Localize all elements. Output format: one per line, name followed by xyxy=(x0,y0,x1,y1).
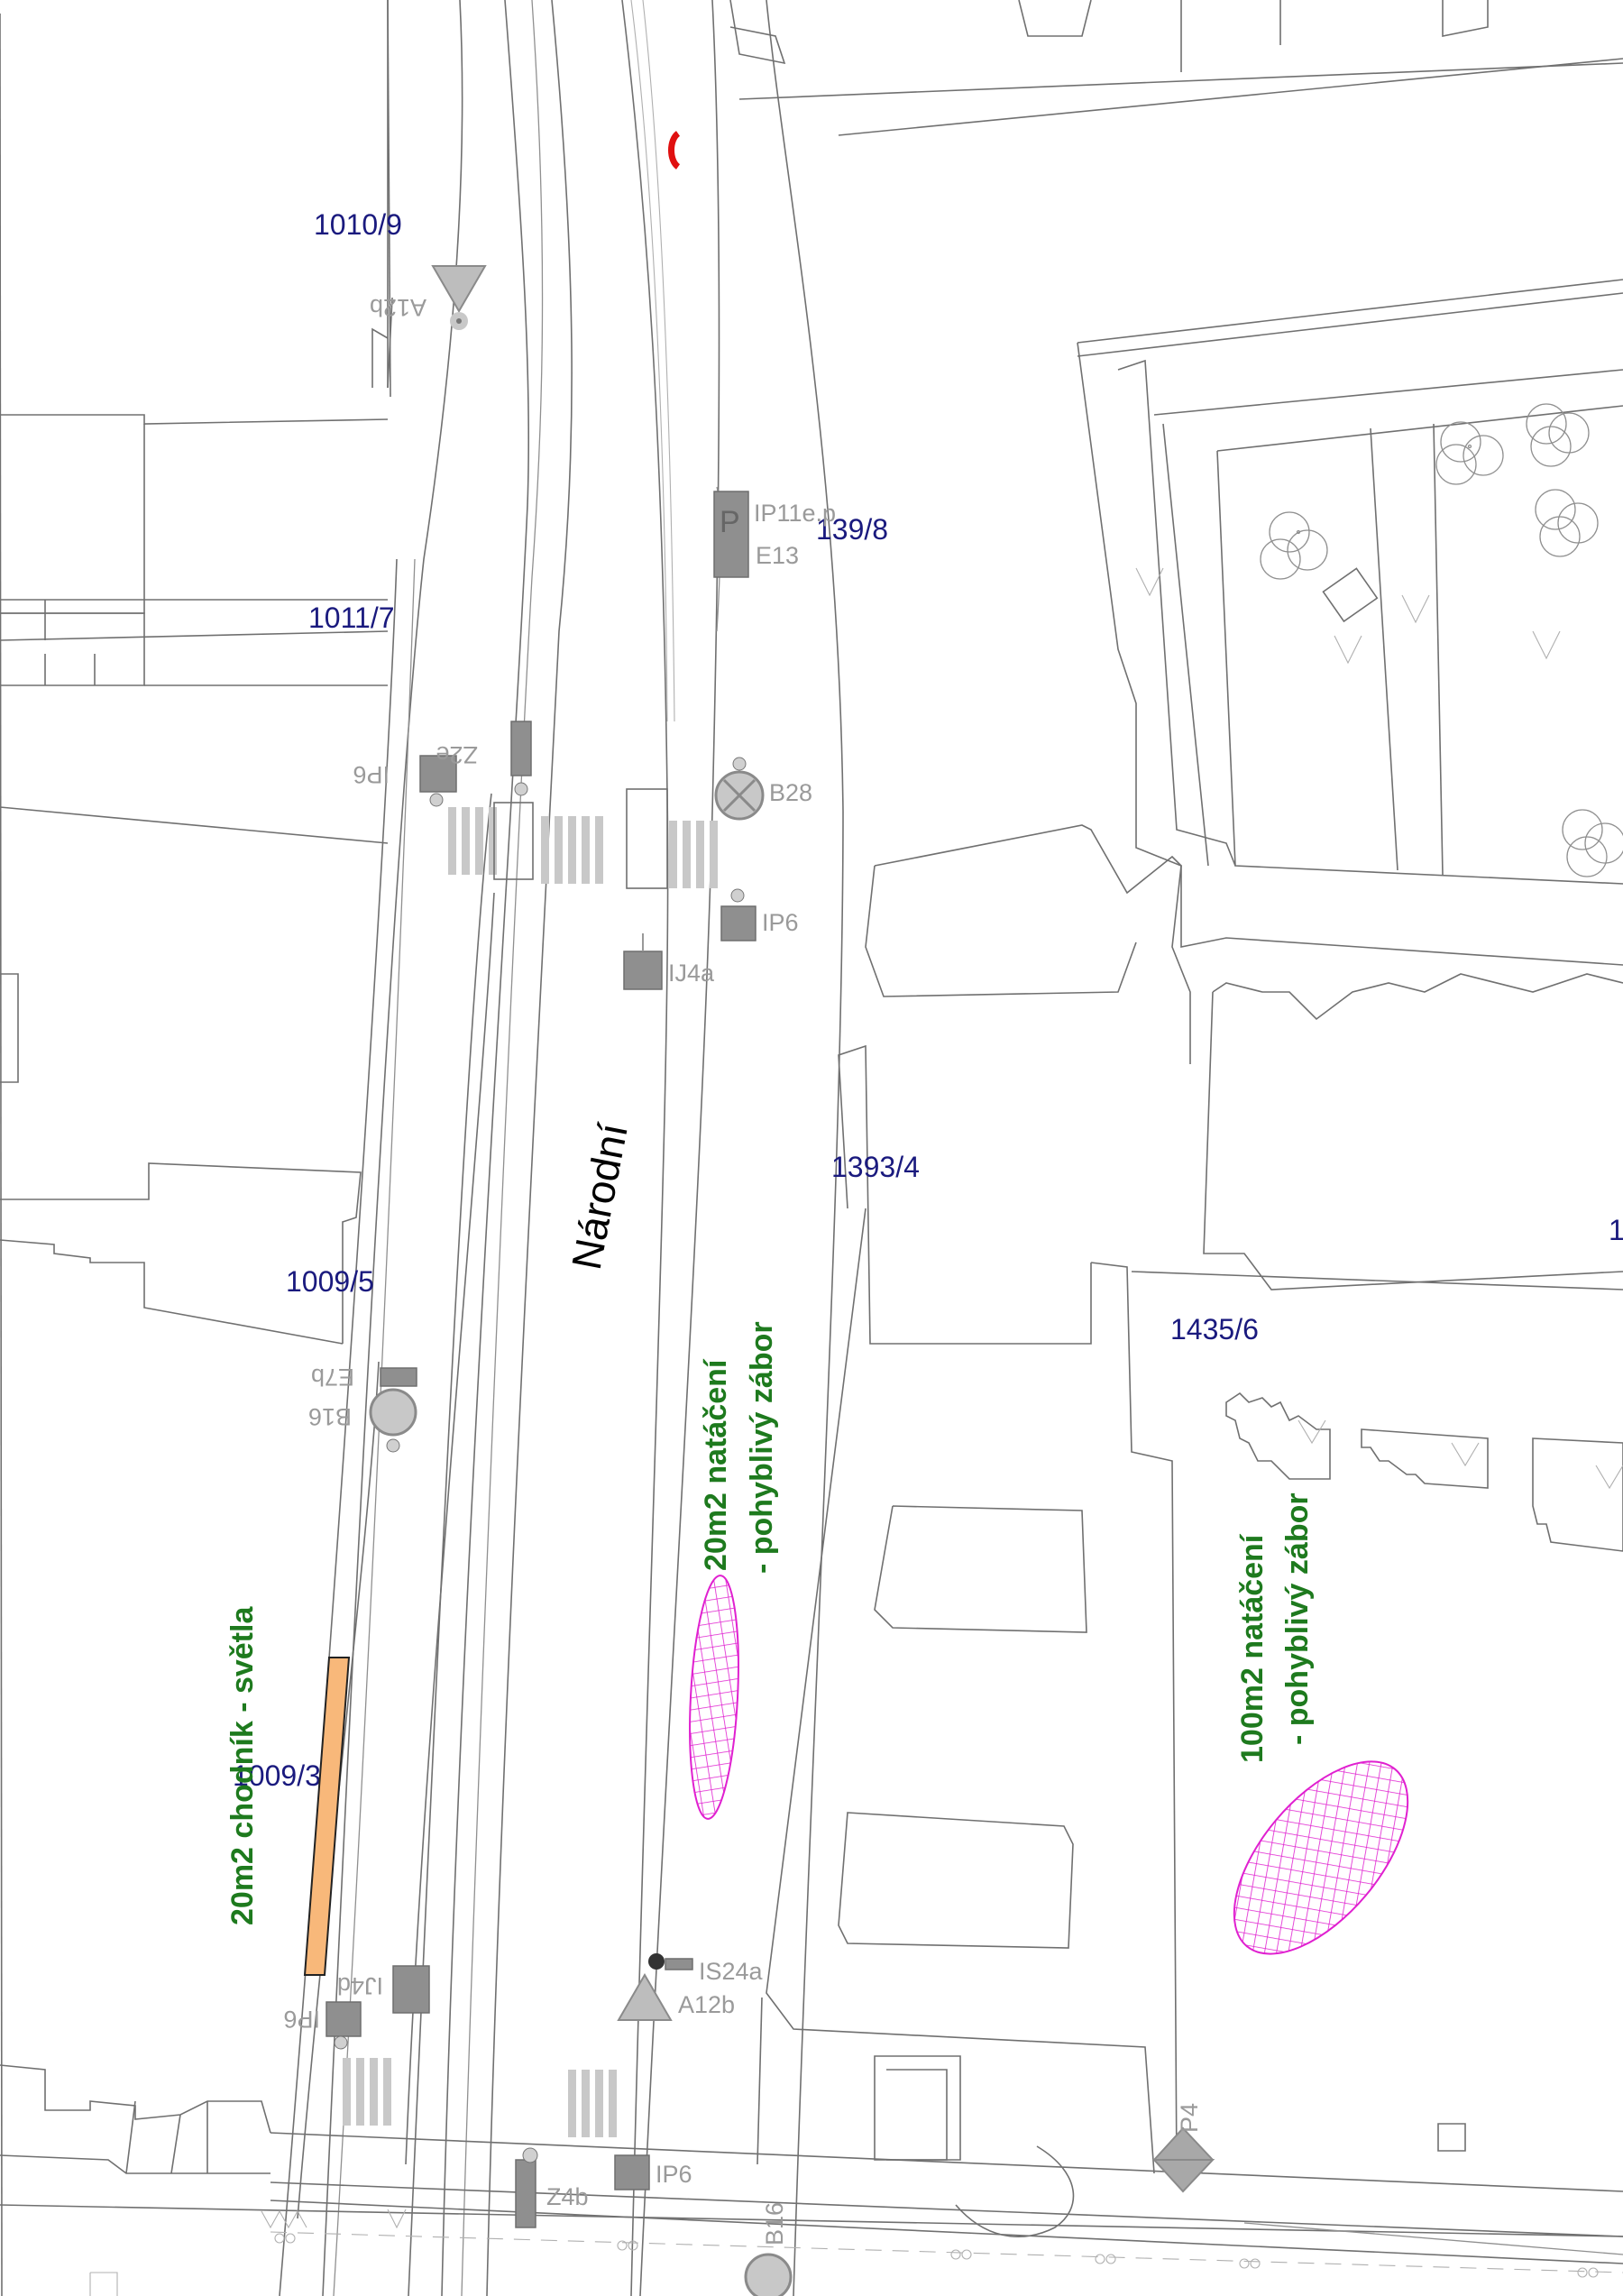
parcel-label: 1011/7 xyxy=(308,602,395,634)
crossing-sign-icon xyxy=(720,888,756,941)
zone-small-label: - pohyblivý zábor xyxy=(745,1321,779,1574)
parcel-label: 139/8 xyxy=(816,513,888,546)
filming-zone-small xyxy=(689,1575,739,1820)
bicycle-icon xyxy=(274,2233,1599,2278)
parcels-east xyxy=(729,0,1623,2174)
zone-large-label: - pohyblivý zábor xyxy=(1280,1492,1315,1745)
tree-icon xyxy=(1535,489,1599,557)
parking-sign-icon: P xyxy=(713,491,749,578)
parcels-west xyxy=(0,0,389,2296)
tree-icon xyxy=(1526,403,1590,467)
no-stopping-sign-icon xyxy=(714,757,765,821)
sidewalk-label: 20m2 chodník - světla xyxy=(225,1606,260,1925)
sign-label: Z4b xyxy=(546,2183,589,2210)
bus-stop-sign-icon xyxy=(623,933,663,990)
height-limit-sign-icon xyxy=(369,1388,417,1453)
sign-label: Z2e xyxy=(436,741,478,768)
crosswalk xyxy=(448,788,718,889)
priority-sign-icon xyxy=(1151,2126,1215,2193)
cross-street xyxy=(0,2132,1623,2296)
sign-label: B16 xyxy=(308,1403,352,1430)
parcel-label: 1010/9 xyxy=(314,208,402,241)
sign-label: E13 xyxy=(756,542,799,569)
traffic-signs: A12b P IP11e.p E13 Z2e IP6 B28 IP6 xyxy=(274,265,1599,2296)
height-limit-sign-icon xyxy=(744,2253,793,2296)
sign-label: IP6 xyxy=(762,909,799,936)
traffic-light-icon xyxy=(648,1953,693,1970)
sign-label: IJ4d xyxy=(337,1972,383,1999)
sign-label: IP6 xyxy=(353,761,390,788)
sign-label: IP6 xyxy=(283,2006,320,2033)
street-name: Národní xyxy=(563,1119,637,1273)
bus-stop-sign-icon xyxy=(392,1965,430,2014)
parcel-label: 1393/4 xyxy=(831,1151,920,1183)
zone-small-label: 20m2 natáčení xyxy=(699,1358,733,1571)
warning-sign-icon xyxy=(431,265,487,330)
barrier-sign-icon xyxy=(515,2159,536,2228)
parcel-labels: 1010/9 1011/7 139/8 1393/4 1009/5 1435/6… xyxy=(233,208,1623,1792)
parcel-label: 1009/5 xyxy=(286,1265,374,1298)
park-features xyxy=(1135,403,1623,1552)
svg-text:P: P xyxy=(720,505,740,539)
sidewalk-zone xyxy=(303,1657,351,1976)
info-sign-icon xyxy=(419,755,457,793)
marker-icon xyxy=(668,131,681,170)
sign-label: E7b xyxy=(311,1364,354,1391)
sign-label: IS24a xyxy=(699,1958,764,1985)
sign-label: A12b xyxy=(678,1991,735,2018)
crossing-sign-icon xyxy=(614,2154,650,2190)
tree-icon xyxy=(1435,421,1504,485)
filming-zone-large xyxy=(1233,1760,1409,1955)
warning-sign-icon xyxy=(617,1973,673,2021)
crosswalk xyxy=(343,2058,617,2137)
supplementary-sign-icon xyxy=(380,1367,417,1387)
parcel-label: 1435/6 xyxy=(1170,1313,1259,1345)
sign-label: B28 xyxy=(769,779,812,806)
parcel-label: 1 xyxy=(1609,1214,1623,1246)
tree-icon xyxy=(1260,511,1328,580)
sign-label: P4 xyxy=(1176,2103,1203,2133)
parcel-label: 1009/3 xyxy=(233,1759,321,1792)
tree-icon xyxy=(1562,809,1623,877)
sign-label: IJ4a xyxy=(668,960,715,987)
sign-label: IP6 xyxy=(656,2161,692,2188)
sign-label: IP11e.p xyxy=(754,500,836,527)
road-network xyxy=(279,0,844,2296)
zone-large-label: 100m2 natáčení xyxy=(1235,1533,1270,1763)
annotations: 20m2 natáčení - pohyblivý zábor 100m2 na… xyxy=(225,1321,1315,1925)
sign-label: B16 xyxy=(761,2202,788,2245)
sign-label: A12b xyxy=(370,294,426,321)
crossing-sign-icon xyxy=(326,2001,362,2037)
